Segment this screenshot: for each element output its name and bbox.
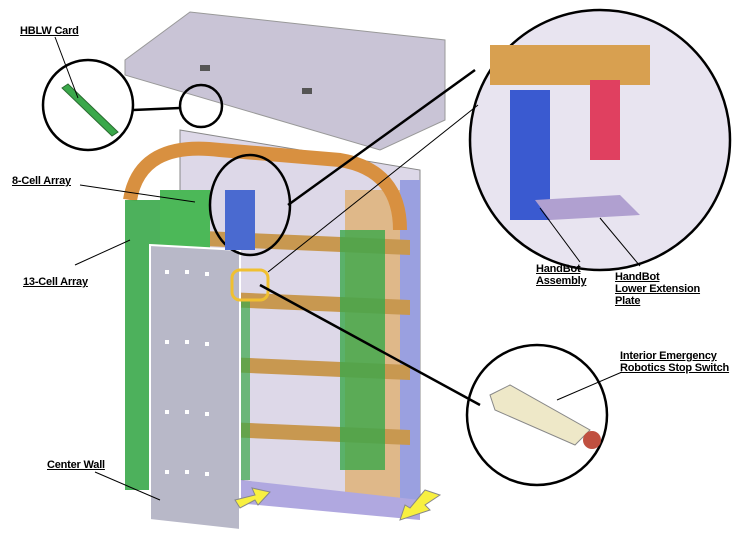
direction-arrow <box>234 487 271 509</box>
label-line: Plate <box>615 295 641 307</box>
label-interior-emergency-stop: Interior Emergency Robotics Stop Switch <box>620 350 729 374</box>
cover-slot <box>302 88 312 94</box>
handbot-detail-top <box>490 45 650 85</box>
label-hblw-card: HBLW Card <box>20 25 79 37</box>
cover-slot <box>200 65 210 71</box>
label-line: HandBot <box>536 263 581 275</box>
wall-holes <box>165 270 209 476</box>
arch-track <box>123 141 407 231</box>
center-wall <box>149 243 241 532</box>
label-center-wall: Center Wall <box>47 459 105 471</box>
top-cover <box>124 11 446 151</box>
label-line: Lower Extension <box>615 283 701 295</box>
label-13-cell-array: 13-Cell Array <box>23 276 88 288</box>
direction-arrow <box>399 489 442 521</box>
label-handbot-assembly: HandBot Assembly <box>536 263 587 287</box>
frame-post-blue <box>400 180 420 510</box>
hblw-location-circle <box>178 83 224 129</box>
label-line: HandBot <box>615 271 660 283</box>
handbot-detail-column <box>510 90 550 220</box>
handbot-body <box>225 190 255 250</box>
stop-switch-button <box>583 431 601 449</box>
label-line: Robotics Stop Switch <box>620 362 730 374</box>
label-line: Interior Emergency <box>620 350 717 362</box>
handbot-detail-red <box>590 80 620 160</box>
stop-switch-image <box>489 384 591 446</box>
hblw-card-image <box>61 83 119 137</box>
label-8-cell-array: 8-Cell Array <box>12 175 71 187</box>
stop-switch-highlight <box>230 268 270 302</box>
handbot-lower-extension-plate <box>535 195 640 220</box>
label-handbot-lower-extension-plate: HandBot Lower Extension Plate <box>615 271 700 307</box>
label-line: Assembly <box>536 275 587 287</box>
